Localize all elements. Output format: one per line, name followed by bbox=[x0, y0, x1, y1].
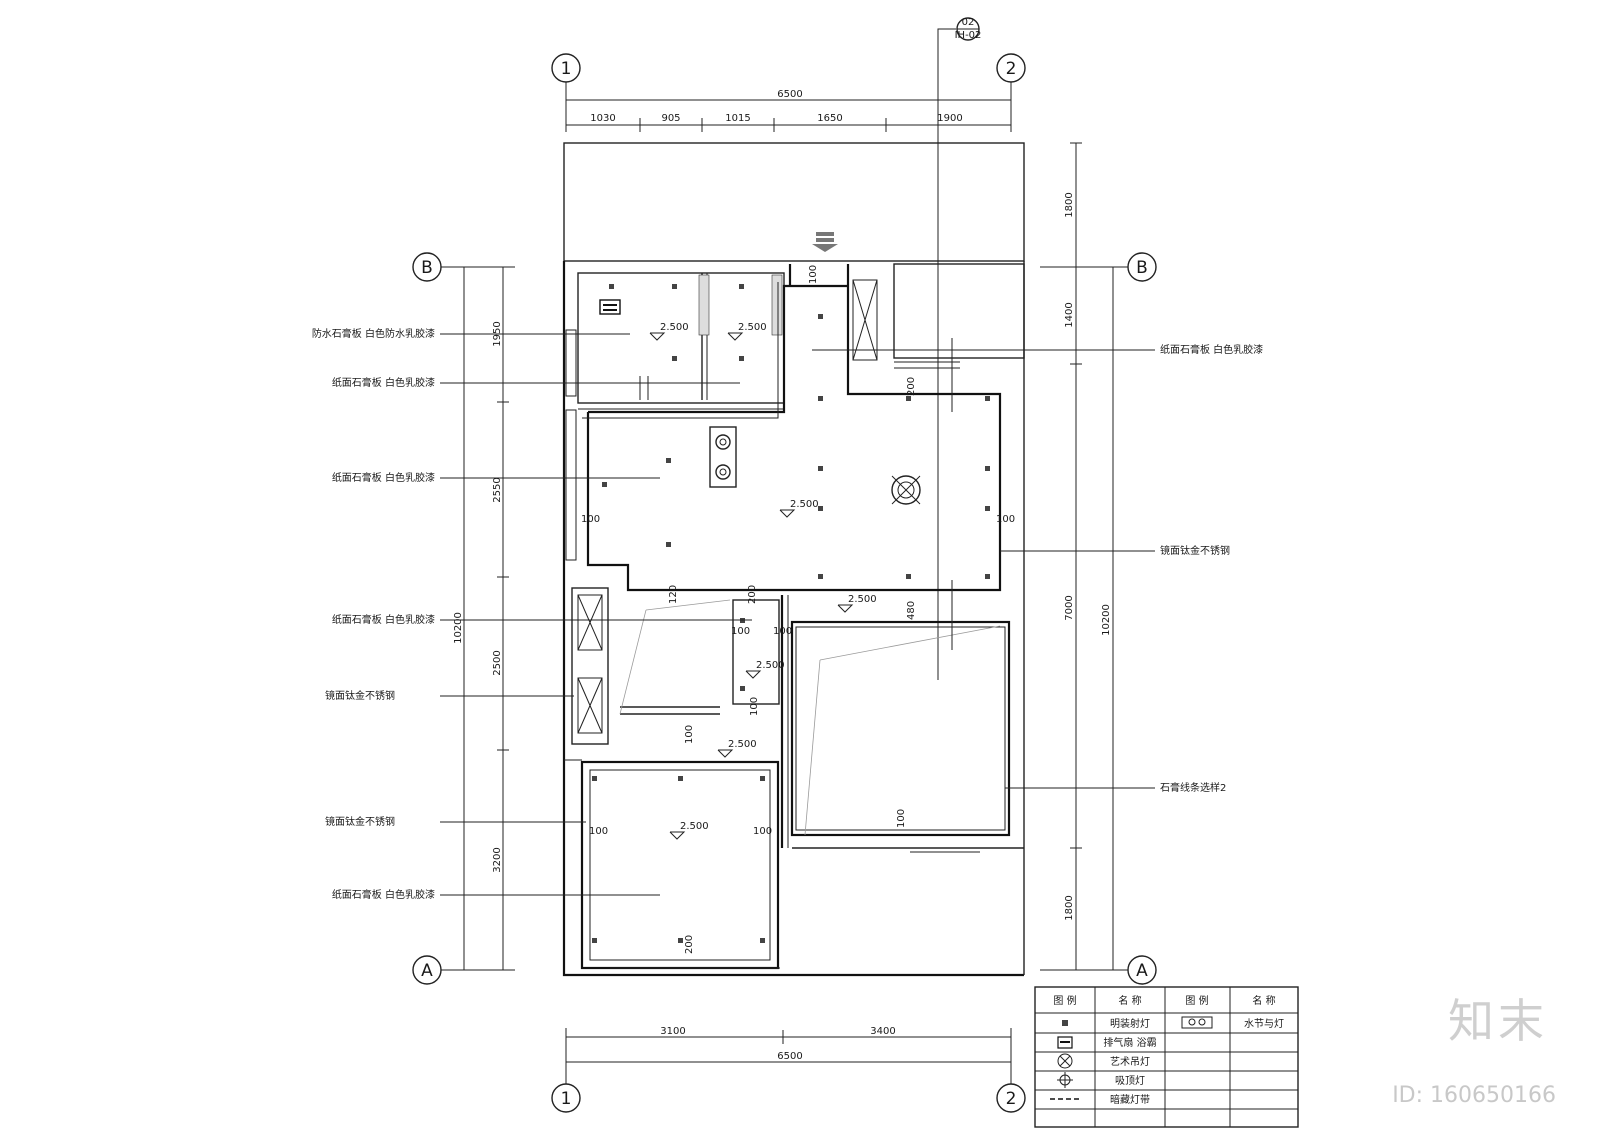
svg-text:200: 200 bbox=[684, 935, 695, 954]
axis-bubble-b-right: B bbox=[1040, 252, 1157, 282]
svg-text:排气扇 浴霸: 排气扇 浴霸 bbox=[1103, 1036, 1156, 1049]
svg-text:10200: 10200 bbox=[453, 612, 464, 644]
legend-table: 图 例 名 称 图 例 名 称 明装射灯 水节与灯 排气扇 浴霸 艺术吊灯 吸顶… bbox=[1034, 986, 1299, 1128]
recessed-lights bbox=[592, 284, 990, 943]
svg-text:2.500: 2.500 bbox=[660, 322, 689, 333]
svg-text:1400: 1400 bbox=[1064, 302, 1075, 327]
svg-text:100: 100 bbox=[581, 514, 600, 525]
svg-text:IH-02: IH-02 bbox=[955, 30, 982, 41]
legend-pendant-light-icon bbox=[1057, 1053, 1073, 1069]
dimension-bottom: 3100 3400 6500 bbox=[565, 1026, 1012, 1068]
svg-text:B: B bbox=[421, 258, 433, 278]
svg-text:2: 2 bbox=[1006, 1089, 1017, 1109]
legend-double-spot-light-icon bbox=[1181, 1016, 1213, 1029]
dimension-right: 1800 1400 7000 1800 10200 bbox=[1064, 142, 1119, 971]
elevation-marks: 2.500 2.500 2.500 2.500 2.500 2.500 2.50… bbox=[649, 322, 877, 840]
svg-text:100: 100 bbox=[996, 514, 1015, 525]
svg-text:1650: 1650 bbox=[817, 113, 842, 124]
offset-dimensions: 100 200 100 100 120 200 480 100 100 100 … bbox=[581, 265, 1015, 954]
annotations-left: 防水石膏板 白色防水乳胶漆 纸面石膏板 白色乳胶漆 纸面石膏板 白色乳胶漆 纸面… bbox=[312, 327, 752, 901]
svg-text:2.500: 2.500 bbox=[680, 821, 709, 832]
svg-text:2.500: 2.500 bbox=[790, 499, 819, 510]
annotations-right: 纸面石膏板 白色乳胶漆 镜面钛金不锈钢 石膏线条选样2 bbox=[812, 343, 1263, 794]
svg-text:2: 2 bbox=[1006, 59, 1017, 79]
svg-text:100: 100 bbox=[808, 265, 819, 284]
svg-text:B: B bbox=[1136, 258, 1148, 278]
svg-text:图 例: 图 例 bbox=[1053, 994, 1076, 1007]
svg-text:100: 100 bbox=[589, 826, 608, 837]
svg-text:905: 905 bbox=[661, 113, 680, 124]
double-spot-light-icon bbox=[709, 426, 737, 488]
svg-text:3200: 3200 bbox=[492, 847, 503, 872]
svg-text:1800: 1800 bbox=[1064, 895, 1075, 920]
exhaust-fan-icon bbox=[599, 299, 621, 315]
svg-text:纸面石膏板 白色乳胶漆: 纸面石膏板 白色乳胶漆 bbox=[332, 471, 435, 484]
svg-text:A: A bbox=[1136, 961, 1148, 981]
svg-text:2.500: 2.500 bbox=[738, 322, 767, 333]
svg-text:100: 100 bbox=[896, 809, 907, 828]
svg-text:100: 100 bbox=[731, 626, 750, 637]
svg-text:纸面石膏板 白色乳胶漆: 纸面石膏板 白色乳胶漆 bbox=[332, 613, 435, 626]
axis-bubble-a-right: A bbox=[1040, 955, 1157, 985]
svg-text:6500: 6500 bbox=[777, 1051, 802, 1062]
svg-text:02: 02 bbox=[962, 17, 975, 28]
svg-text:100: 100 bbox=[753, 826, 772, 837]
svg-text:480: 480 bbox=[906, 601, 917, 620]
svg-text:镜面钛金不锈钢: 镜面钛金不锈钢 bbox=[1160, 544, 1230, 557]
svg-text:镜面钛金不锈钢: 镜面钛金不锈钢 bbox=[325, 815, 395, 828]
svg-text:暗藏灯带: 暗藏灯带 bbox=[1110, 1093, 1150, 1106]
svg-text:2.500: 2.500 bbox=[756, 660, 785, 671]
legend-exhaust-fan-icon bbox=[1057, 1036, 1073, 1049]
svg-text:2550: 2550 bbox=[492, 477, 503, 502]
watermark-brand: 知末 bbox=[1448, 994, 1548, 1048]
section-marker: 02 IH-02 bbox=[937, 17, 982, 680]
svg-text:1015: 1015 bbox=[725, 113, 750, 124]
svg-text:1900: 1900 bbox=[937, 113, 962, 124]
svg-text:100: 100 bbox=[749, 697, 760, 716]
svg-text:7000: 7000 bbox=[1064, 595, 1075, 620]
svg-text:名 称: 名 称 bbox=[1252, 994, 1275, 1007]
svg-text:3400: 3400 bbox=[870, 1026, 895, 1037]
svg-text:6500: 6500 bbox=[777, 89, 802, 100]
svg-text:艺术吊灯: 艺术吊灯 bbox=[1110, 1056, 1150, 1068]
svg-text:A: A bbox=[421, 961, 433, 981]
svg-text:1030: 1030 bbox=[590, 113, 615, 124]
svg-text:1800: 1800 bbox=[1064, 192, 1075, 217]
svg-text:2.500: 2.500 bbox=[848, 594, 877, 605]
floor-plan-walls bbox=[562, 142, 1025, 977]
svg-text:纸面石膏板 白色乳胶漆: 纸面石膏板 白色乳胶漆 bbox=[332, 888, 435, 901]
svg-text:纸面石膏板 白色乳胶漆: 纸面石膏板 白色乳胶漆 bbox=[332, 376, 435, 389]
dimension-top: 6500 1030 905 1015 1650 1900 bbox=[565, 89, 1012, 132]
svg-text:200: 200 bbox=[747, 585, 758, 604]
svg-text:100: 100 bbox=[773, 626, 792, 637]
svg-text:120: 120 bbox=[668, 585, 679, 604]
svg-text:图 例: 图 例 bbox=[1185, 994, 1208, 1007]
svg-text:水节与灯: 水节与灯 bbox=[1244, 1018, 1284, 1030]
svg-text:2.500: 2.500 bbox=[728, 739, 757, 750]
svg-text:名 称: 名 称 bbox=[1118, 994, 1141, 1007]
svg-text:1: 1 bbox=[561, 1089, 572, 1109]
svg-text:3100: 3100 bbox=[660, 1026, 685, 1037]
svg-text:10200: 10200 bbox=[1101, 604, 1112, 636]
dimension-left: 10200 1950 2550 2500 3200 bbox=[453, 266, 509, 971]
svg-text:2500: 2500 bbox=[492, 650, 503, 675]
svg-text:纸面石膏板 白色乳胶漆: 纸面石膏板 白色乳胶漆 bbox=[1160, 343, 1263, 356]
legend-ceiling-light-icon bbox=[1057, 1072, 1073, 1088]
svg-text:200: 200 bbox=[906, 377, 917, 396]
svg-text:1: 1 bbox=[561, 59, 572, 79]
pendant-light-icon bbox=[891, 475, 921, 505]
svg-text:镜面钛金不锈钢: 镜面钛金不锈钢 bbox=[325, 689, 395, 702]
svg-text:明装射灯: 明装射灯 bbox=[1110, 1017, 1150, 1030]
watermark-id: ID: 160650166 bbox=[1392, 1083, 1556, 1108]
svg-text:吸顶灯: 吸顶灯 bbox=[1115, 1075, 1145, 1087]
svg-text:100: 100 bbox=[684, 725, 695, 744]
svg-text:防水石膏板 白色防水乳胶漆: 防水石膏板 白色防水乳胶漆 bbox=[312, 327, 435, 340]
legend-recessed-light-icon bbox=[1062, 1020, 1068, 1026]
svg-text:石膏线条选样2: 石膏线条选样2 bbox=[1160, 781, 1226, 794]
